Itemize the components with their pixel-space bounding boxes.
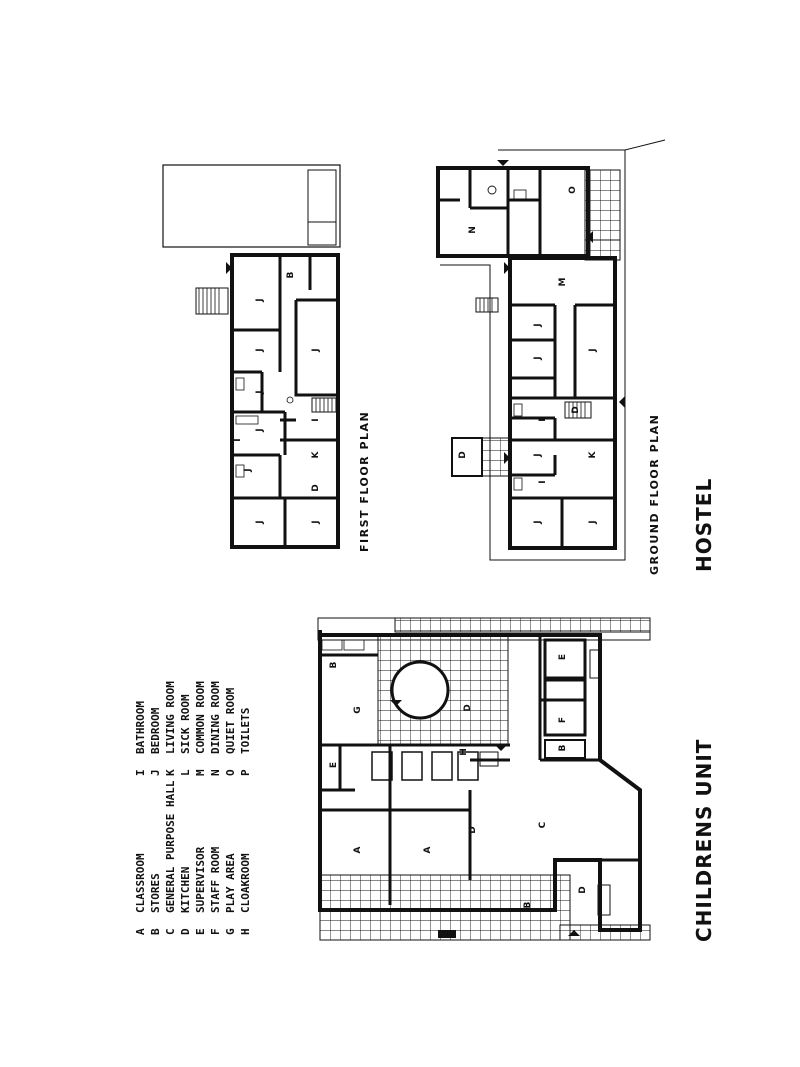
- room-label: J: [255, 390, 265, 394]
- legend-item: BSTORES: [149, 873, 162, 935]
- legend-item: CGENERAL PURPOSE HALL: [164, 780, 177, 935]
- room-label: I: [538, 480, 548, 483]
- roof-inner: [307, 169, 337, 246]
- room-label: D: [468, 826, 478, 833]
- room-label: J: [533, 520, 543, 524]
- room-label: E: [558, 654, 568, 660]
- room-label: D: [311, 484, 321, 491]
- room-label: N: [468, 226, 478, 234]
- legend-item: JBEDROOM: [149, 707, 162, 776]
- room-label: J: [311, 520, 321, 524]
- legend-item: ESUPERVISOR: [194, 846, 207, 935]
- legend-right-column: IBATHROOM JBEDROOM KLIVING ROOM LSICK RO…: [133, 681, 253, 776]
- room-label: J: [533, 356, 543, 360]
- childrens-unit-plan: [317, 617, 651, 941]
- room-label: A: [423, 846, 433, 853]
- legend-item: OQUIET ROOM: [224, 687, 237, 776]
- legend-item: NDINING ROOM: [209, 681, 222, 776]
- room-label: D: [463, 704, 473, 711]
- ground-floor-plan-title: GROUND FLOOR PLAN: [648, 413, 661, 575]
- room-label: C: [538, 821, 548, 828]
- room-label: J: [588, 348, 598, 352]
- room-label: J: [255, 428, 265, 432]
- legend-item: MCOMMON ROOM: [194, 681, 207, 776]
- room-label: A: [353, 846, 363, 853]
- room-label: D: [458, 451, 468, 458]
- legend-item: ACLASSROOM: [134, 853, 147, 935]
- room-label: J: [243, 468, 253, 472]
- ground-floor-plan: [436, 139, 666, 561]
- childrens-unit-title: CHILDRENS UNIT: [692, 738, 716, 942]
- legend-item: DKITCHEN: [179, 866, 192, 935]
- legend-item: PTOILETS: [239, 707, 252, 776]
- legend-left-column: ACLASSROOM BSTORES CGENERAL PURPOSE HALL…: [133, 781, 253, 935]
- roof-outline: [162, 164, 341, 248]
- first-floor-plan-title: FIRST FLOOR PLAN: [358, 410, 371, 552]
- play-area-feature: [390, 660, 450, 720]
- room-label: I: [538, 418, 548, 421]
- legend-item: FSTAFF ROOM: [209, 846, 222, 935]
- room-label: J: [255, 348, 265, 352]
- room-label: J: [533, 323, 543, 327]
- room-label: O: [568, 186, 578, 194]
- room-label: D: [571, 406, 581, 413]
- room-label: D: [578, 886, 588, 893]
- room-label: I: [233, 438, 243, 441]
- room-label: E: [329, 762, 339, 768]
- room-label: I: [311, 418, 321, 421]
- room-label: J: [255, 298, 265, 302]
- room-label: J: [588, 520, 598, 524]
- room-label: F: [558, 717, 568, 723]
- room-label: B: [558, 744, 568, 751]
- room-label: B: [523, 901, 533, 908]
- room-label: J: [255, 520, 265, 524]
- room-label: B: [329, 661, 339, 668]
- legend-item: HCLOAKROOM: [239, 853, 252, 935]
- room-label: M: [558, 277, 568, 286]
- hostel-title: HOSTEL: [692, 477, 716, 572]
- room-label: J: [533, 453, 543, 457]
- first-floor-plan: [162, 164, 341, 549]
- legend-item: GPLAY AREA: [224, 853, 237, 935]
- room-label: B: [286, 271, 296, 278]
- room-label: G: [353, 706, 363, 713]
- room-label: J: [311, 348, 321, 352]
- room-label: K: [311, 450, 321, 458]
- north-wing: [436, 166, 590, 258]
- room-label: H: [459, 748, 469, 756]
- legend-item: LSICK ROOM: [179, 694, 192, 776]
- legend-item: IBATHROOM: [134, 701, 147, 776]
- room-label: K: [588, 450, 598, 458]
- legend-item: KLIVING ROOM: [164, 681, 177, 776]
